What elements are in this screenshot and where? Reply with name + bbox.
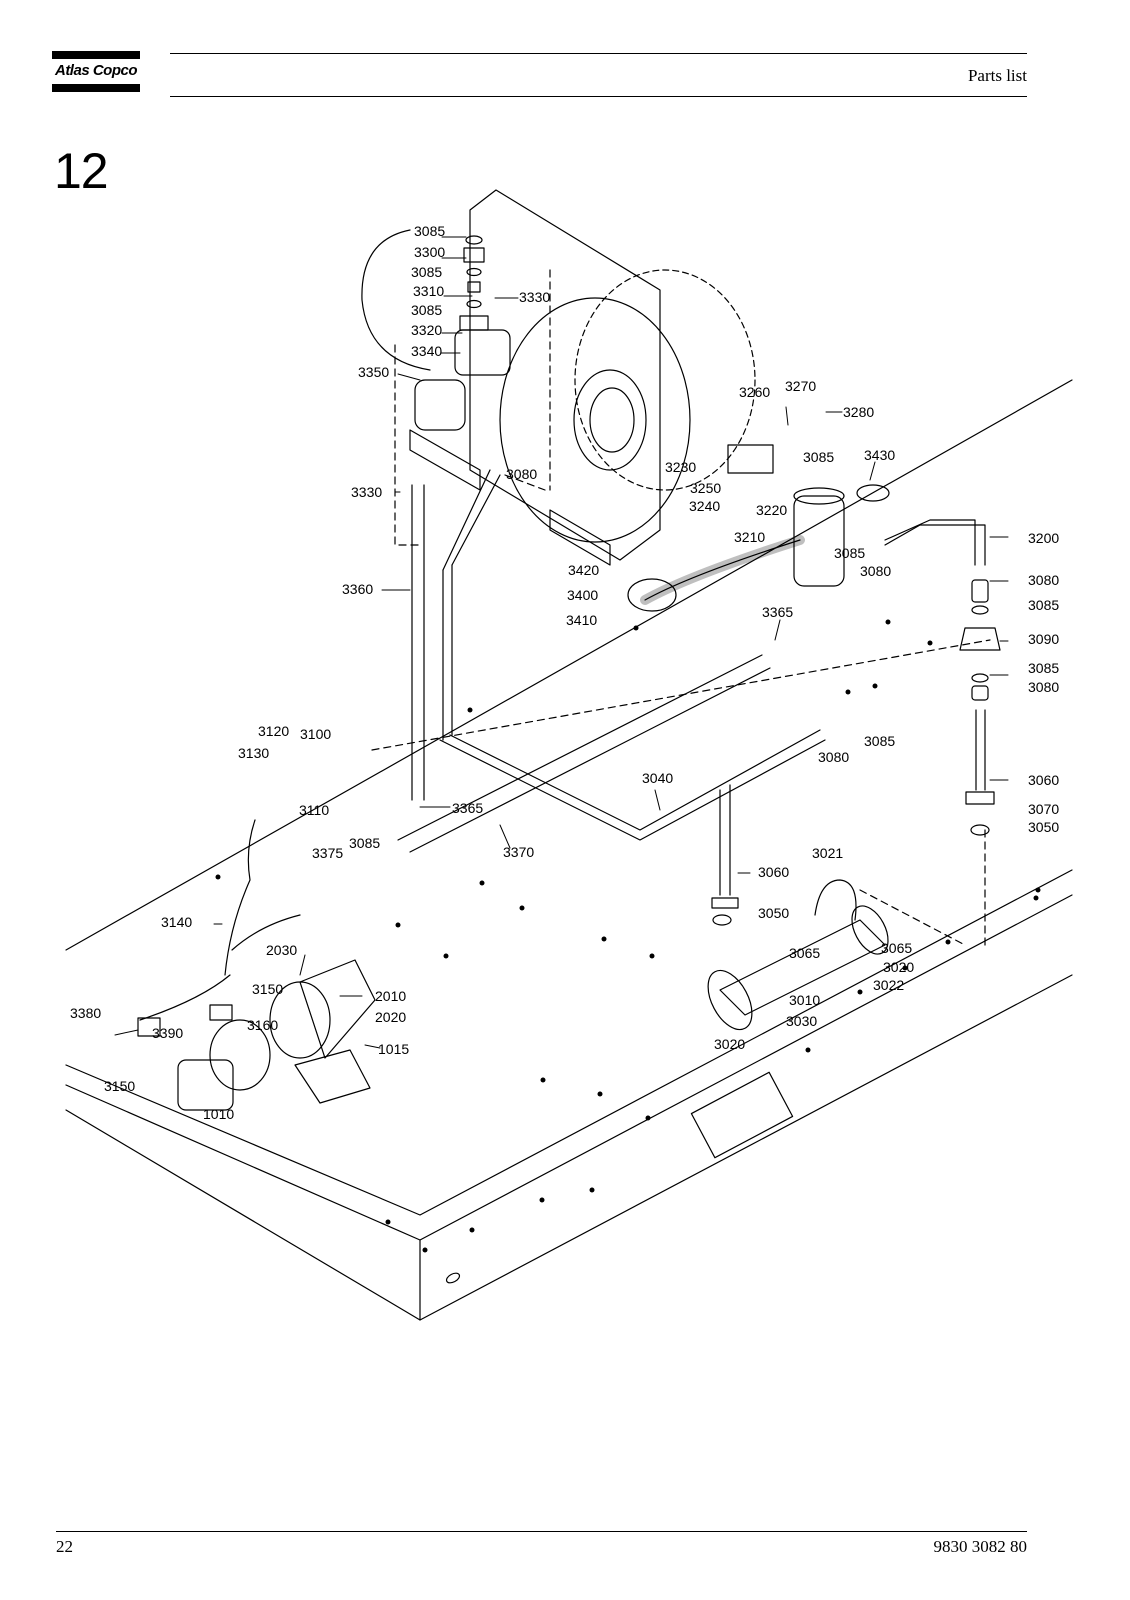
callout-3110: 3110 bbox=[299, 802, 329, 818]
section-number: 12 bbox=[54, 143, 109, 199]
logo-bar-bottom bbox=[52, 84, 140, 92]
callout-2030: 2030 bbox=[266, 942, 297, 958]
callout-3310: 3310 bbox=[413, 283, 444, 299]
callout-3022: 3022 bbox=[873, 977, 904, 993]
callout-3090: 3090 bbox=[1028, 631, 1059, 647]
callout-3085: 3085 bbox=[411, 264, 442, 280]
right-pipe-assembly bbox=[959, 579, 1001, 836]
callout-3080: 3080 bbox=[506, 466, 537, 482]
callout-3030: 3030 bbox=[786, 1013, 817, 1029]
page-number: 22 bbox=[56, 1537, 73, 1556]
footer-rule bbox=[56, 1531, 1027, 1532]
callout-3080: 3080 bbox=[1028, 572, 1059, 588]
mounting-holes bbox=[215, 619, 1041, 1253]
callout-3085: 3085 bbox=[864, 733, 895, 749]
callout-3085: 3085 bbox=[414, 223, 445, 239]
callout-1015: 1015 bbox=[378, 1041, 409, 1057]
header-title: Parts list bbox=[967, 66, 1027, 85]
callout-3410: 3410 bbox=[566, 612, 597, 628]
callout-3120: 3120 bbox=[258, 723, 289, 739]
callout-3330: 3330 bbox=[519, 289, 550, 305]
callout-3040: 3040 bbox=[642, 770, 673, 786]
callout-3065: 3065 bbox=[789, 945, 820, 961]
callout-3150: 3150 bbox=[252, 981, 283, 997]
document-number: 9830 3082 80 bbox=[933, 1537, 1028, 1556]
callout-3340: 3340 bbox=[411, 343, 442, 359]
callout-3260: 3260 bbox=[739, 384, 770, 400]
callout-3400: 3400 bbox=[567, 587, 598, 603]
callout-3085: 3085 bbox=[803, 449, 834, 465]
callout-2010: 2010 bbox=[375, 988, 406, 1004]
callout-3060: 3060 bbox=[1028, 772, 1059, 788]
callout-3320: 3320 bbox=[411, 322, 442, 338]
callout-labels: 3085 3300 3085 3310 3085 3330 3320 3340 … bbox=[70, 223, 1059, 1122]
callout-3070: 3070 bbox=[1028, 801, 1059, 817]
callout-3380: 3380 bbox=[70, 1005, 101, 1021]
callout-3100: 3100 bbox=[300, 726, 331, 742]
callout-3150: 3150 bbox=[104, 1078, 135, 1094]
callout-3160: 3160 bbox=[247, 1017, 278, 1033]
callout-3365: 3365 bbox=[452, 800, 483, 816]
callout-3060: 3060 bbox=[758, 864, 789, 880]
callout-3250: 3250 bbox=[690, 480, 721, 496]
brand-logo: Atlas Copco bbox=[54, 62, 138, 79]
header-rule-bottom bbox=[170, 96, 1027, 97]
callout-2020: 2020 bbox=[375, 1009, 406, 1025]
callout-3140: 3140 bbox=[161, 914, 192, 930]
callout-3240: 3240 bbox=[689, 498, 720, 514]
callout-3085: 3085 bbox=[1028, 660, 1059, 676]
callout-3350: 3350 bbox=[358, 364, 389, 380]
header-rule-top bbox=[170, 53, 1027, 54]
callout-3020: 3020 bbox=[714, 1036, 745, 1052]
callout-3065: 3065 bbox=[881, 940, 912, 956]
callout-3390: 3390 bbox=[152, 1025, 183, 1041]
base-frame bbox=[65, 379, 1073, 1321]
callout-3370: 3370 bbox=[503, 844, 534, 860]
callout-3420: 3420 bbox=[568, 562, 599, 578]
callout-3080: 3080 bbox=[1028, 679, 1059, 695]
callout-3280: 3280 bbox=[843, 404, 874, 420]
callout-3020: 3020 bbox=[883, 959, 914, 975]
callout-3050: 3050 bbox=[1028, 819, 1059, 835]
callout-leaders bbox=[114, 236, 1009, 1049]
callout-3080: 3080 bbox=[818, 749, 849, 765]
logo-bar-top bbox=[52, 51, 140, 59]
callout-3085: 3085 bbox=[411, 302, 442, 318]
callout-3430: 3430 bbox=[864, 447, 895, 463]
callout-3130: 3130 bbox=[238, 745, 269, 761]
motor-pump-assembly bbox=[137, 819, 376, 1111]
callout-3300: 3300 bbox=[414, 244, 445, 260]
callout-3210: 3210 bbox=[734, 529, 765, 545]
cooler-assembly bbox=[707, 879, 889, 1031]
callout-3010: 3010 bbox=[789, 992, 820, 1008]
piping bbox=[397, 469, 826, 926]
callout-1010: 1010 bbox=[203, 1106, 234, 1122]
callout-3270: 3270 bbox=[785, 378, 816, 394]
callout-3330: 3330 bbox=[351, 484, 382, 500]
callout-3050: 3050 bbox=[758, 905, 789, 921]
callout-3085: 3085 bbox=[349, 835, 380, 851]
callout-3200: 3200 bbox=[1028, 530, 1059, 546]
callout-3230: 3230 bbox=[665, 459, 696, 475]
callout-3021: 3021 bbox=[812, 845, 843, 861]
callout-3365: 3365 bbox=[762, 604, 793, 620]
callout-3375: 3375 bbox=[312, 845, 343, 861]
callout-3220: 3220 bbox=[756, 502, 787, 518]
callout-3085: 3085 bbox=[1028, 597, 1059, 613]
oil-filter-assembly bbox=[627, 444, 986, 612]
callout-3085: 3085 bbox=[834, 545, 865, 561]
assembly-guides bbox=[371, 269, 991, 951]
callout-3360: 3360 bbox=[342, 581, 373, 597]
callout-3080: 3080 bbox=[860, 563, 891, 579]
